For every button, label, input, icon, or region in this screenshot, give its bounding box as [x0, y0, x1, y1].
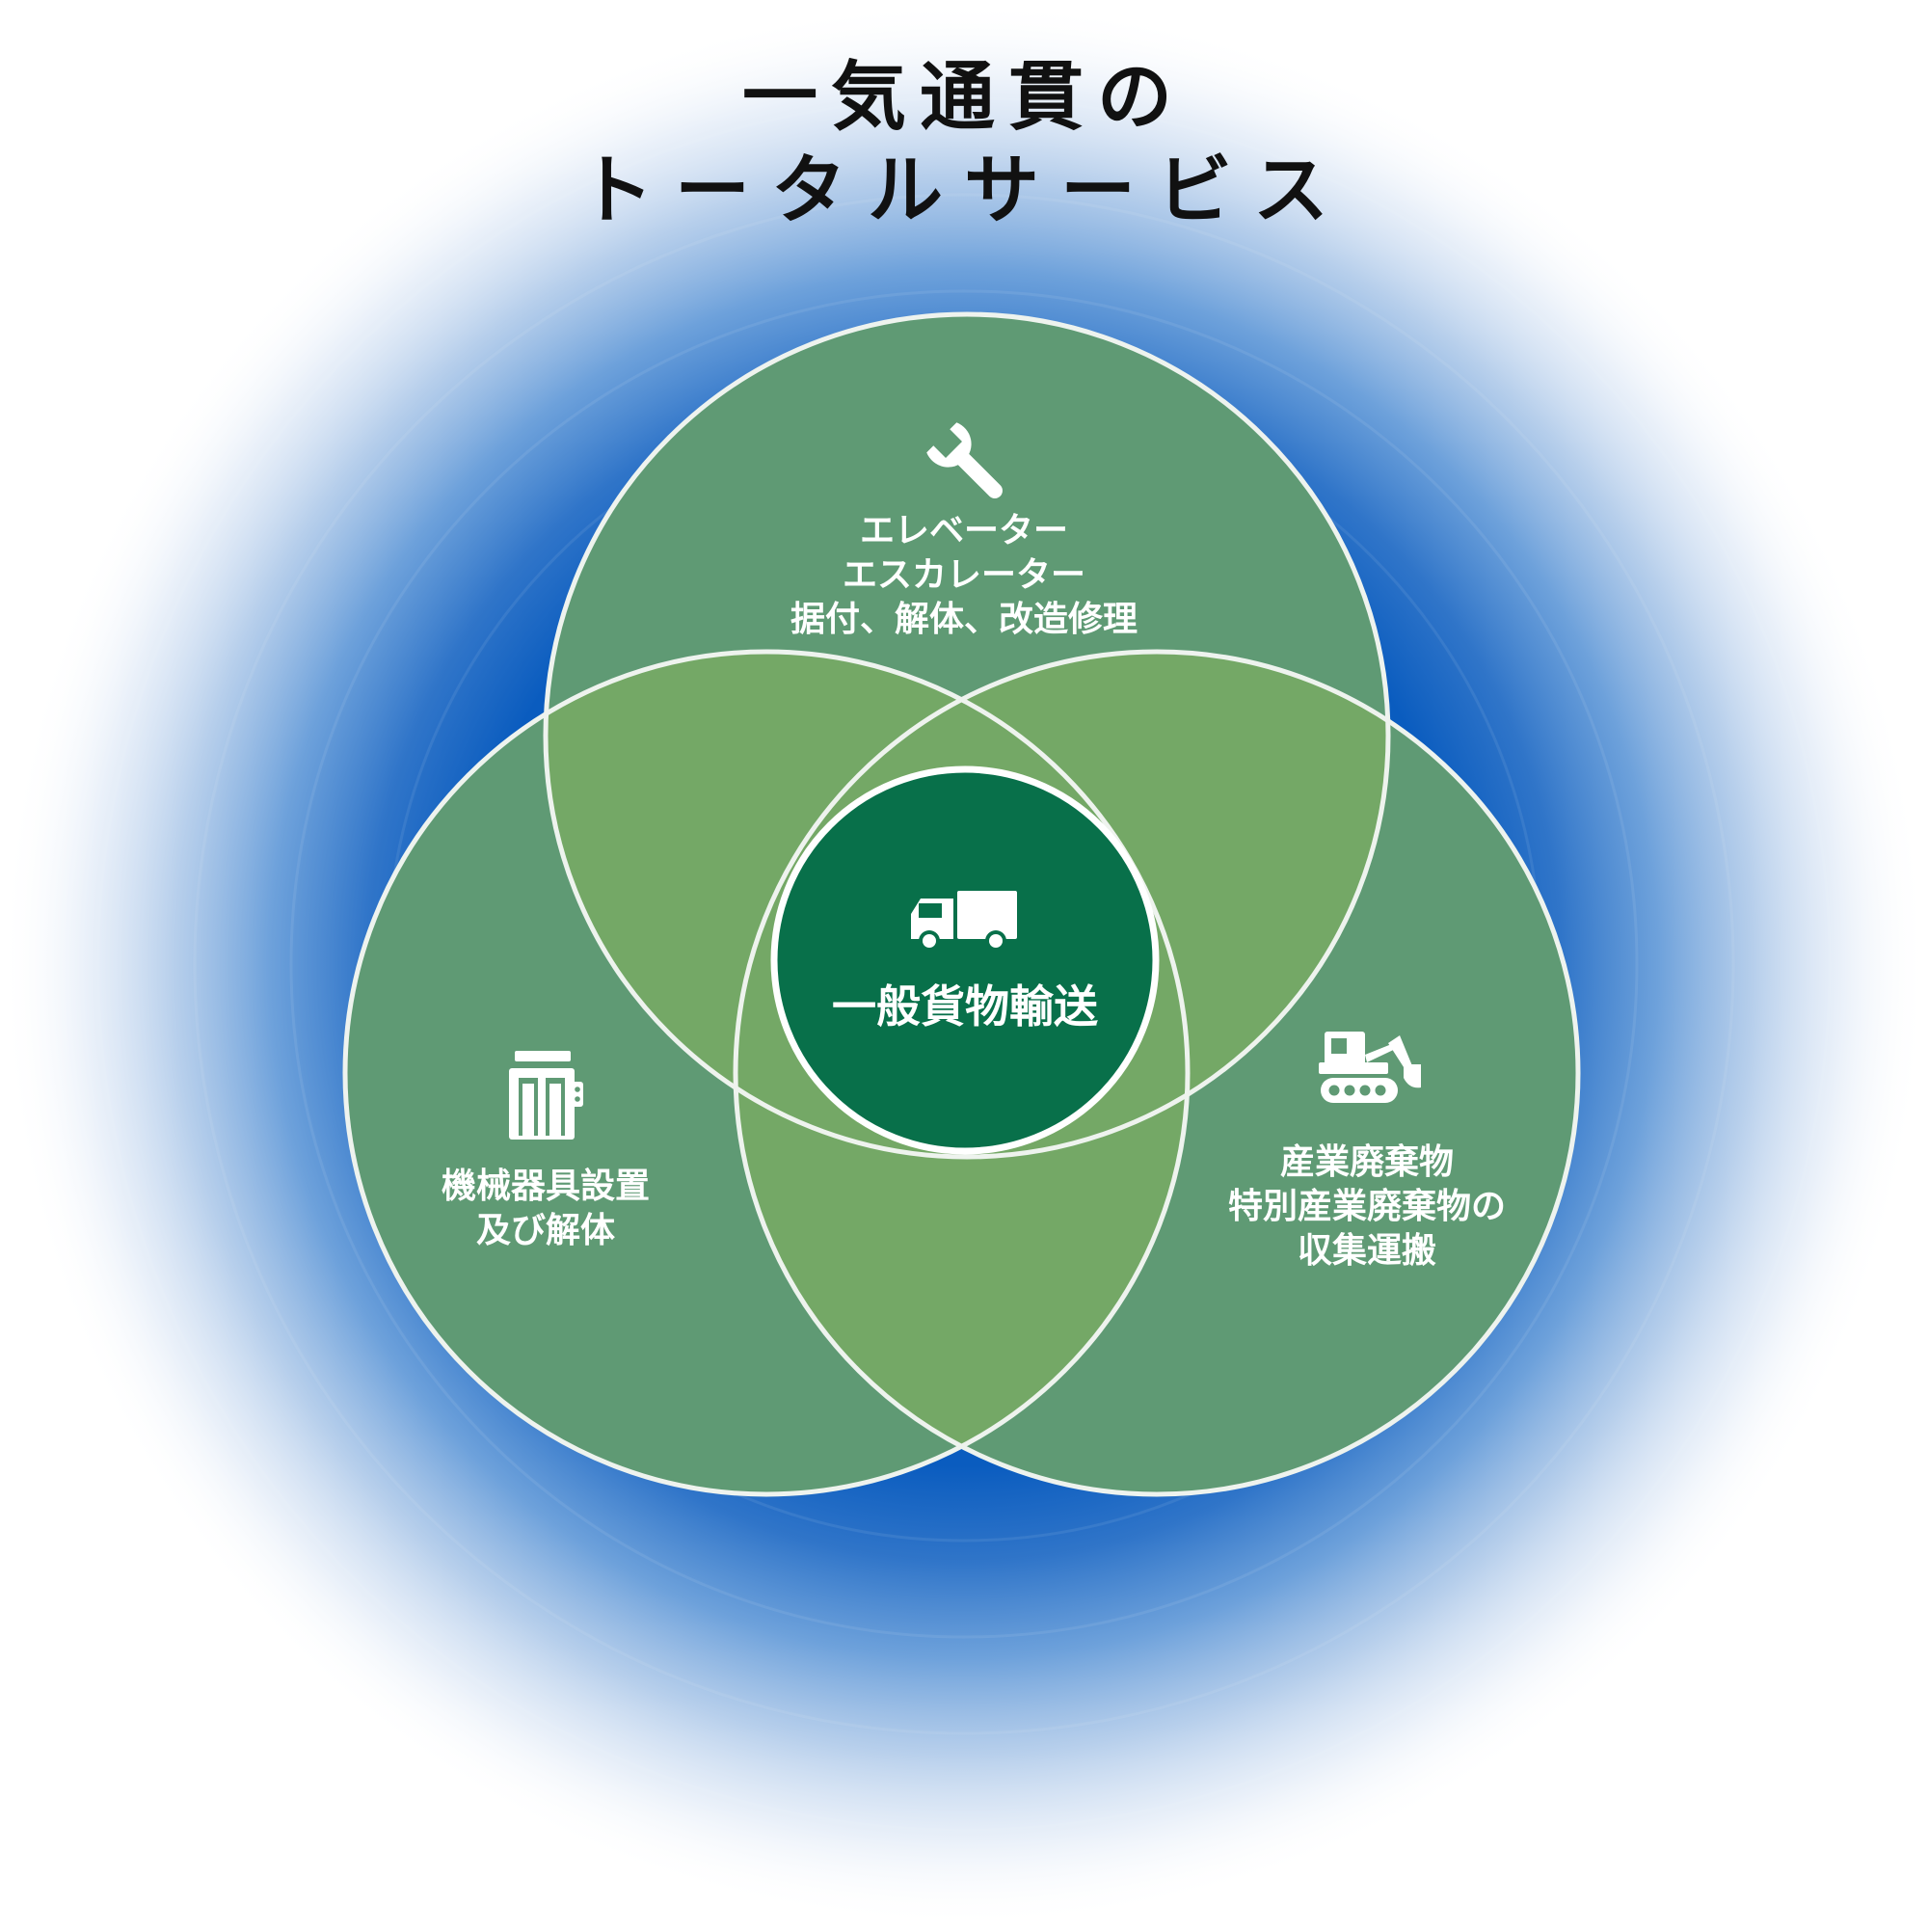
truck-icon: [911, 891, 1017, 952]
right-label-line-3: 収集運搬: [1297, 1231, 1437, 1271]
right-label-line-1: 産業廃棄物: [1279, 1142, 1455, 1182]
left-label-line-1: 機械器具設置: [441, 1167, 651, 1206]
top-label-line-1: エレベーター: [859, 511, 1069, 550]
wrench-icon: [926, 422, 1003, 498]
elevator-icon: [509, 1051, 583, 1140]
excavator-icon: [1319, 1032, 1421, 1103]
right-label-line-2: 特別産業廃棄物の: [1227, 1187, 1507, 1226]
center-label: 一般貨物輸送: [832, 980, 1098, 1033]
left-circle-label: 機械器具設置 及び解体: [442, 1165, 650, 1253]
top-label-line-3: 据付、解体、改造修理: [790, 600, 1138, 639]
right-circle-label: 産業廃棄物 特別産業廃棄物の 収集運搬: [1228, 1140, 1506, 1274]
title-line-1: 一気通貫の: [741, 54, 1186, 141]
venn-outlines: [342, 311, 1581, 1497]
top-label-line-2: エスカレーター: [842, 555, 1086, 595]
top-circle-label: エレベーター エスカレーター 据付、解体、改造修理: [790, 509, 1138, 642]
left-label-line-2: 及び解体: [475, 1211, 616, 1250]
title-line-2: トータルサービス: [577, 148, 1350, 234]
center-circle: [770, 765, 1160, 1155]
